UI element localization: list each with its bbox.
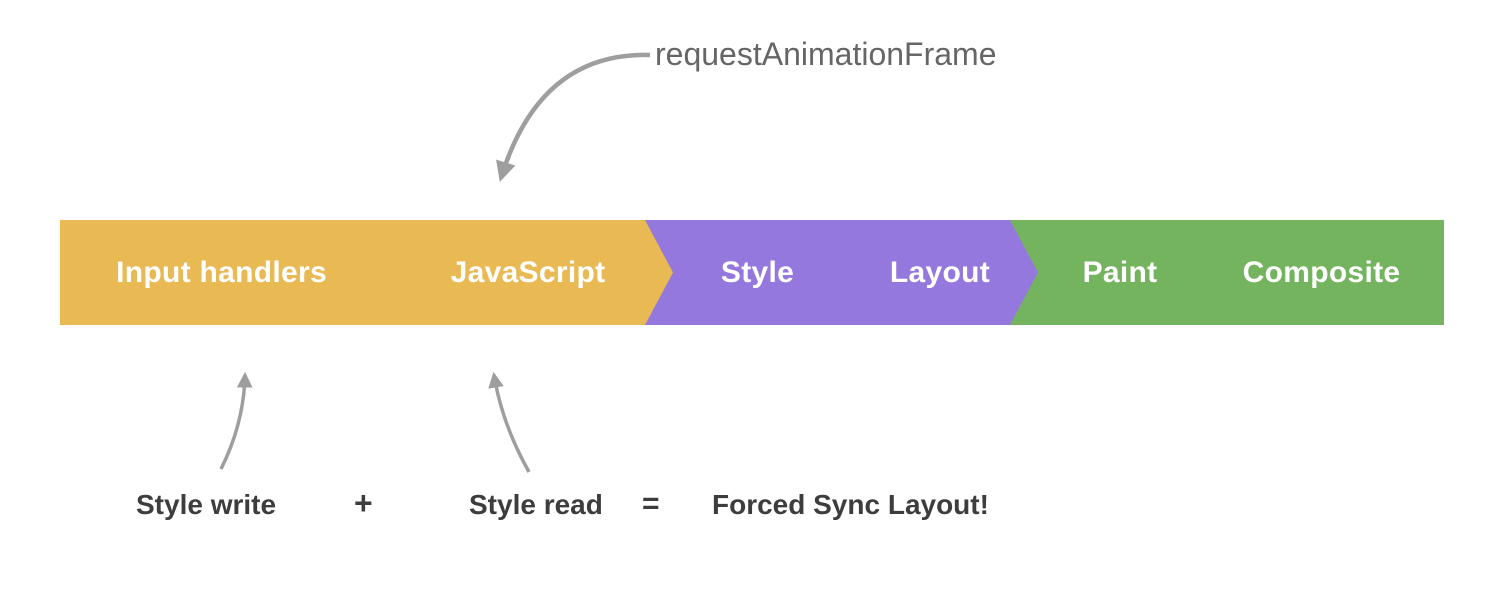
segment-label-input-handlers: Input handlers: [116, 255, 327, 289]
plus-sign: +: [354, 485, 373, 521]
style-write-arrow: [219, 371, 253, 470]
raf-label: requestAnimationFrame: [655, 36, 997, 72]
segment-label-composite: Composite: [1242, 255, 1401, 289]
pipeline-segment-input-handlers: Input handlers: [60, 220, 411, 325]
segment-label-style: Style: [720, 255, 795, 289]
pipeline-segment-composite: Composite: [1185, 220, 1444, 325]
raf-arrow: [496, 52, 651, 182]
segment-label-javascript: JavaScript: [450, 255, 606, 289]
forced-sync-layout-label: Forced Sync Layout!: [712, 489, 989, 520]
style-write-label: Style write: [136, 489, 277, 520]
style-read-label: Style read: [469, 489, 603, 520]
segment-label-layout: Layout: [889, 255, 991, 289]
style-read-arrow: [488, 371, 531, 473]
pipeline-segment-javascript: JavaScript: [366, 220, 704, 325]
equals-sign: =: [642, 487, 660, 520]
segment-label-paint: Paint: [1082, 255, 1158, 289]
